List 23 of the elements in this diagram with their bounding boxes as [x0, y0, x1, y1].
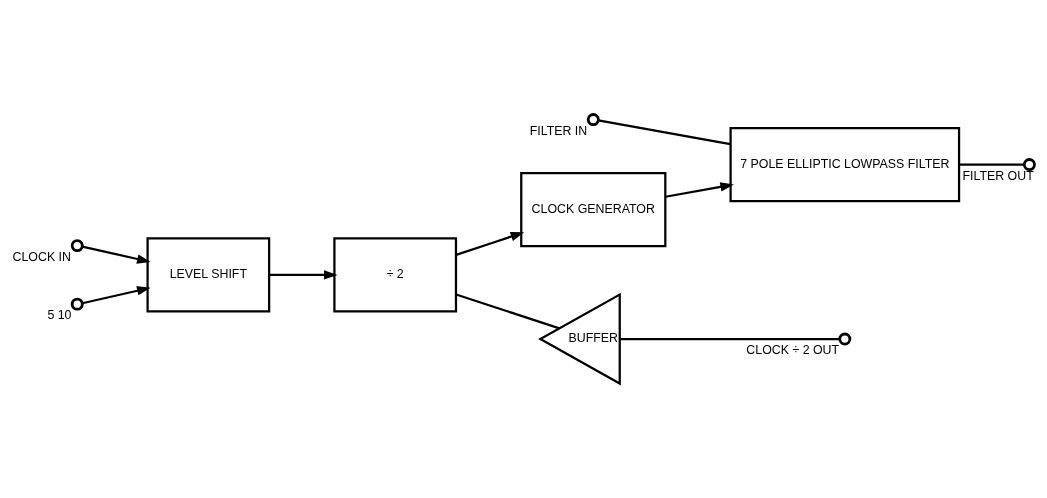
- arrow: [82, 245, 151, 264]
- arrow: [82, 286, 151, 305]
- arrow: [665, 182, 734, 198]
- node-circle: [1022, 158, 1036, 172]
- node-label: 5 10: [47, 308, 72, 323]
- node-label: CLOCK IN: [12, 249, 71, 264]
- node-box: ÷ 2: [333, 237, 458, 313]
- connector: [959, 163, 1025, 166]
- node-label: FILTER IN: [529, 123, 588, 138]
- connector: [455, 293, 560, 330]
- node-circle: [70, 297, 84, 311]
- node-box: LEVEL SHIFT: [146, 237, 271, 313]
- connector: [620, 337, 840, 341]
- node-circle: [838, 332, 852, 346]
- node-circle: [586, 113, 600, 127]
- arrow: [269, 270, 338, 280]
- arrow: [455, 232, 525, 256]
- connector: [598, 119, 731, 146]
- node-box: CLOCK GENERATOR: [520, 171, 667, 248]
- node-label: CLOCK ÷ 2 OUT: [746, 343, 840, 358]
- node-label: FILTER OUT: [962, 168, 1034, 183]
- node-circle: [70, 239, 84, 253]
- node-box: 7 POLE ELLIPTIC LOWPASS FILTER: [729, 126, 961, 203]
